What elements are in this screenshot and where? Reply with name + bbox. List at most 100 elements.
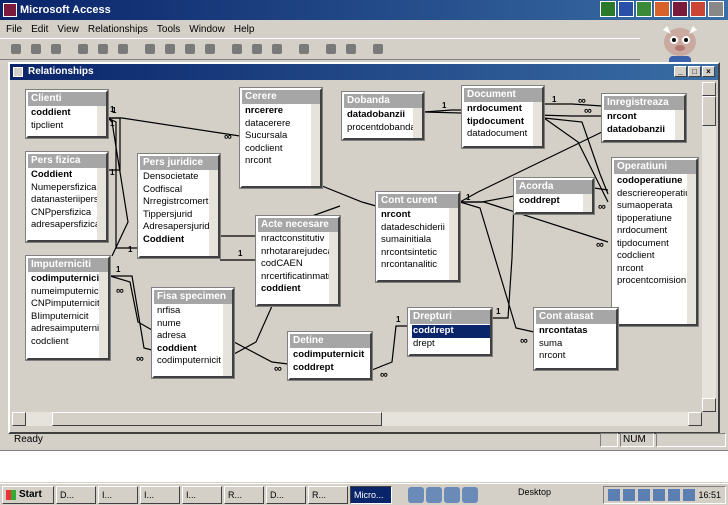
office-shortcut-icon[interactable]: [600, 1, 616, 17]
relationship-line[interactable]: [110, 275, 153, 351]
format-painter-icon[interactable]: [202, 41, 219, 58]
window-icon[interactable]: [323, 41, 340, 58]
field-item[interactable]: drept: [413, 337, 435, 349]
field-item[interactable]: codclient: [245, 142, 283, 154]
field-item[interactable]: nrcont: [607, 111, 637, 122]
save-icon[interactable]: [48, 41, 65, 58]
relationship-line[interactable]: [543, 117, 609, 195]
menu-tools[interactable]: Tools: [156, 23, 181, 35]
field-item[interactable]: nrcerere: [245, 105, 284, 116]
field-item[interactable]: coddrept: [293, 361, 334, 373]
table-scrollbar[interactable]: [311, 104, 320, 186]
field-item[interactable]: coddrept: [519, 195, 560, 206]
taskbar-item[interactable]: R...: [224, 485, 264, 504]
copy-icon[interactable]: [162, 41, 179, 58]
scroll-right-icon[interactable]: [688, 412, 702, 426]
tray-icon[interactable]: [668, 489, 681, 501]
vertical-scroll-thumb[interactable]: [702, 96, 716, 126]
field-item[interactable]: datadobanzii: [347, 109, 406, 120]
field-item[interactable]: nrcont: [539, 350, 566, 361]
field-item[interactable]: tipdocument: [467, 115, 524, 127]
field-item[interactable]: nrcont: [617, 262, 644, 274]
scroll-up-icon[interactable]: [702, 82, 716, 96]
table-title[interactable]: Clienti: [28, 92, 106, 106]
cut-icon[interactable]: [142, 41, 159, 58]
table-scrollbar[interactable]: [97, 106, 106, 136]
field-item[interactable]: suma: [539, 337, 563, 349]
show-all-icon[interactable]: [269, 41, 286, 58]
show-direct-icon[interactable]: [249, 41, 266, 58]
tray-icon[interactable]: [638, 489, 651, 501]
field-item[interactable]: nrdocument: [467, 103, 522, 114]
field-item[interactable]: nrcertificatinmatr: [261, 270, 332, 282]
taskbar-item[interactable]: I...: [182, 485, 222, 504]
table-scrollbar[interactable]: [209, 170, 218, 256]
table-title[interactable]: Detine: [290, 334, 370, 348]
language-icon[interactable]: [653, 489, 666, 501]
field-item[interactable]: coddrept: [412, 325, 490, 338]
relationship-line[interactable]: [459, 131, 603, 203]
relationship-line[interactable]: [544, 103, 603, 107]
tray-icon[interactable]: [623, 489, 636, 501]
field-item[interactable]: nrcont: [381, 209, 411, 220]
field-item[interactable]: procentcomision: [617, 275, 687, 286]
field-item[interactable]: nrdocument: [617, 225, 668, 236]
scroll-down-icon[interactable]: [702, 398, 716, 412]
relationship-line[interactable]: [107, 117, 129, 257]
minimize-button[interactable]: _: [674, 66, 687, 77]
table-scrollbar[interactable]: [329, 232, 338, 304]
field-item[interactable]: Coddient: [31, 169, 73, 180]
relationship-line[interactable]: [233, 341, 289, 365]
field-item[interactable]: Codfiscal: [143, 183, 183, 195]
menu-view[interactable]: View: [57, 23, 79, 35]
table-title[interactable]: Cont atasat: [536, 310, 616, 324]
relationship-line[interactable]: [423, 109, 462, 113]
field-item[interactable]: Numepersfizica: [31, 181, 97, 193]
relationship-line[interactable]: [108, 117, 241, 137]
field-item[interactable]: codclient: [31, 335, 69, 347]
table-title[interactable]: Inregistreaza: [604, 96, 684, 110]
field-item[interactable]: coddient: [261, 283, 301, 294]
excel-icon[interactable]: [636, 1, 652, 17]
outlook-icon[interactable]: [690, 1, 706, 17]
field-item[interactable]: adresapersfizica: [31, 219, 101, 230]
table-scrollbar[interactable]: [413, 108, 422, 138]
field-item[interactable]: CNPimputernicit: [31, 298, 100, 309]
tray-icon[interactable]: [683, 489, 696, 501]
show-table-icon[interactable]: [229, 41, 246, 58]
open-icon[interactable]: [28, 41, 45, 58]
field-item[interactable]: coddient: [157, 342, 197, 354]
field-item[interactable]: nrcontsintetic: [381, 246, 437, 258]
relationship-line[interactable]: [460, 201, 609, 243]
field-item[interactable]: datanasteriipersf: [31, 194, 102, 205]
field-item[interactable]: nractconstitutiv: [261, 233, 325, 244]
preview-icon[interactable]: [95, 41, 112, 58]
relationship-line[interactable]: [459, 201, 535, 333]
table-title[interactable]: Cont curent: [378, 194, 458, 208]
field-item[interactable]: Nrregistrcomert: [143, 196, 209, 207]
horizontal-scroll-thumb[interactable]: [52, 412, 382, 426]
field-item[interactable]: codoperatiune: [617, 175, 683, 186]
taskbar-item-active[interactable]: Micro...: [350, 485, 392, 504]
help-icon[interactable]: [370, 41, 387, 58]
taskbar-item[interactable]: I...: [98, 485, 138, 504]
taskbar-item[interactable]: D...: [56, 485, 96, 504]
field-item[interactable]: tipclient: [31, 119, 64, 131]
table-scrollbar[interactable]: [449, 208, 458, 280]
table-title[interactable]: Imputerniciti: [28, 258, 108, 272]
quicklaunch-icon[interactable]: [408, 486, 424, 503]
table-title[interactable]: Pers fizica: [28, 154, 106, 168]
field-item[interactable]: sumaoperata: [617, 200, 673, 211]
field-item[interactable]: datadocument: [467, 128, 528, 139]
taskbar-item[interactable]: I...: [140, 485, 180, 504]
